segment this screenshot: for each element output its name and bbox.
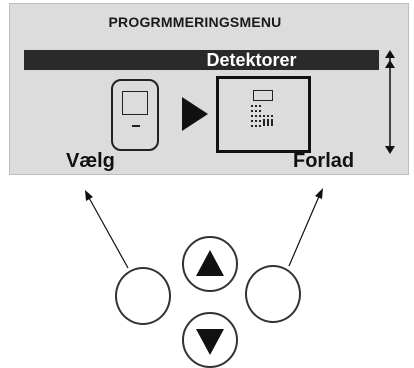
right-softkey-button[interactable] — [245, 265, 301, 323]
control-panel-icon — [216, 76, 311, 153]
play-arrow-icon — [182, 97, 208, 131]
up-arrow-button[interactable] — [182, 236, 238, 292]
left-pointer-arrow — [87, 195, 129, 269]
down-triangle-icon — [196, 329, 224, 355]
menu-title: PROGRMMERINGSMENU — [108, 14, 282, 30]
left-softkey-button[interactable] — [115, 267, 171, 325]
down-arrow-button[interactable] — [182, 312, 238, 368]
scroll-updown-icon — [385, 50, 395, 154]
right-pointer-arrow — [288, 193, 321, 267]
detector-screen-icon — [122, 91, 148, 115]
wall-detector-icon — [111, 79, 159, 151]
softkey-left-label: Vælg — [66, 150, 115, 172]
selected-menu-item-label: Detektorer — [206, 50, 297, 70]
softkey-right-label: Forlad — [293, 150, 355, 172]
detector-indicator-icon — [132, 125, 140, 127]
lcd-display: PROGRMMERINGSMENU Detektorer Vælg For — [9, 3, 409, 175]
left-pointer-arrowhead — [85, 190, 93, 201]
selected-menu-item[interactable]: Detektorer — [24, 50, 379, 70]
panel-screen-icon — [253, 90, 273, 101]
up-triangle-icon — [196, 250, 224, 276]
right-pointer-arrowhead — [315, 188, 323, 199]
keypad-icon — [251, 105, 273, 127]
